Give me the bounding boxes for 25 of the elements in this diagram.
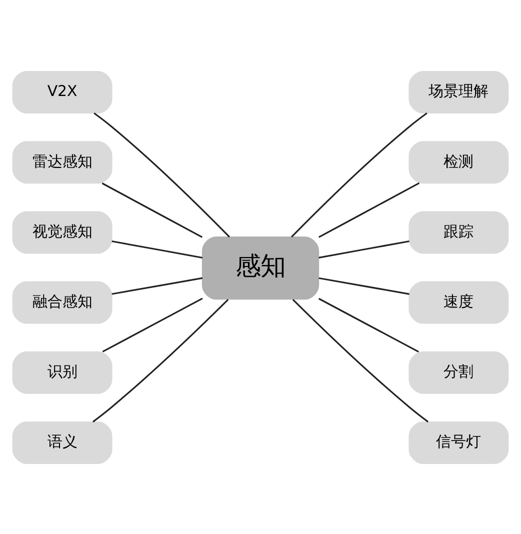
connector [318, 240, 410, 258]
node-box: 分割 [408, 350, 509, 394]
node-box: 识别 [12, 350, 112, 394]
connector [318, 297, 419, 352]
connector [112, 276, 203, 294]
connector [291, 112, 428, 238]
node-box: 视觉感知 [12, 210, 112, 254]
node-box: 跟踪 [408, 210, 509, 254]
connector [102, 182, 203, 238]
node-box: 雷达感知 [12, 140, 112, 184]
connector [92, 298, 229, 422]
node-box: V2X [12, 70, 112, 114]
connector [112, 240, 203, 258]
node-box: 语义 [12, 420, 112, 464]
node-box: 信号灯 [408, 420, 509, 464]
node-box: 速度 [408, 280, 509, 324]
node-box: 感知 [202, 236, 320, 300]
node-box: 融合感知 [12, 280, 112, 324]
node-box: 场景理解 [408, 70, 509, 114]
connector [318, 182, 420, 238]
connector [292, 298, 429, 422]
connector [318, 276, 410, 294]
connector [94, 112, 230, 238]
connector [102, 297, 203, 352]
node-box: 检测 [408, 140, 509, 184]
